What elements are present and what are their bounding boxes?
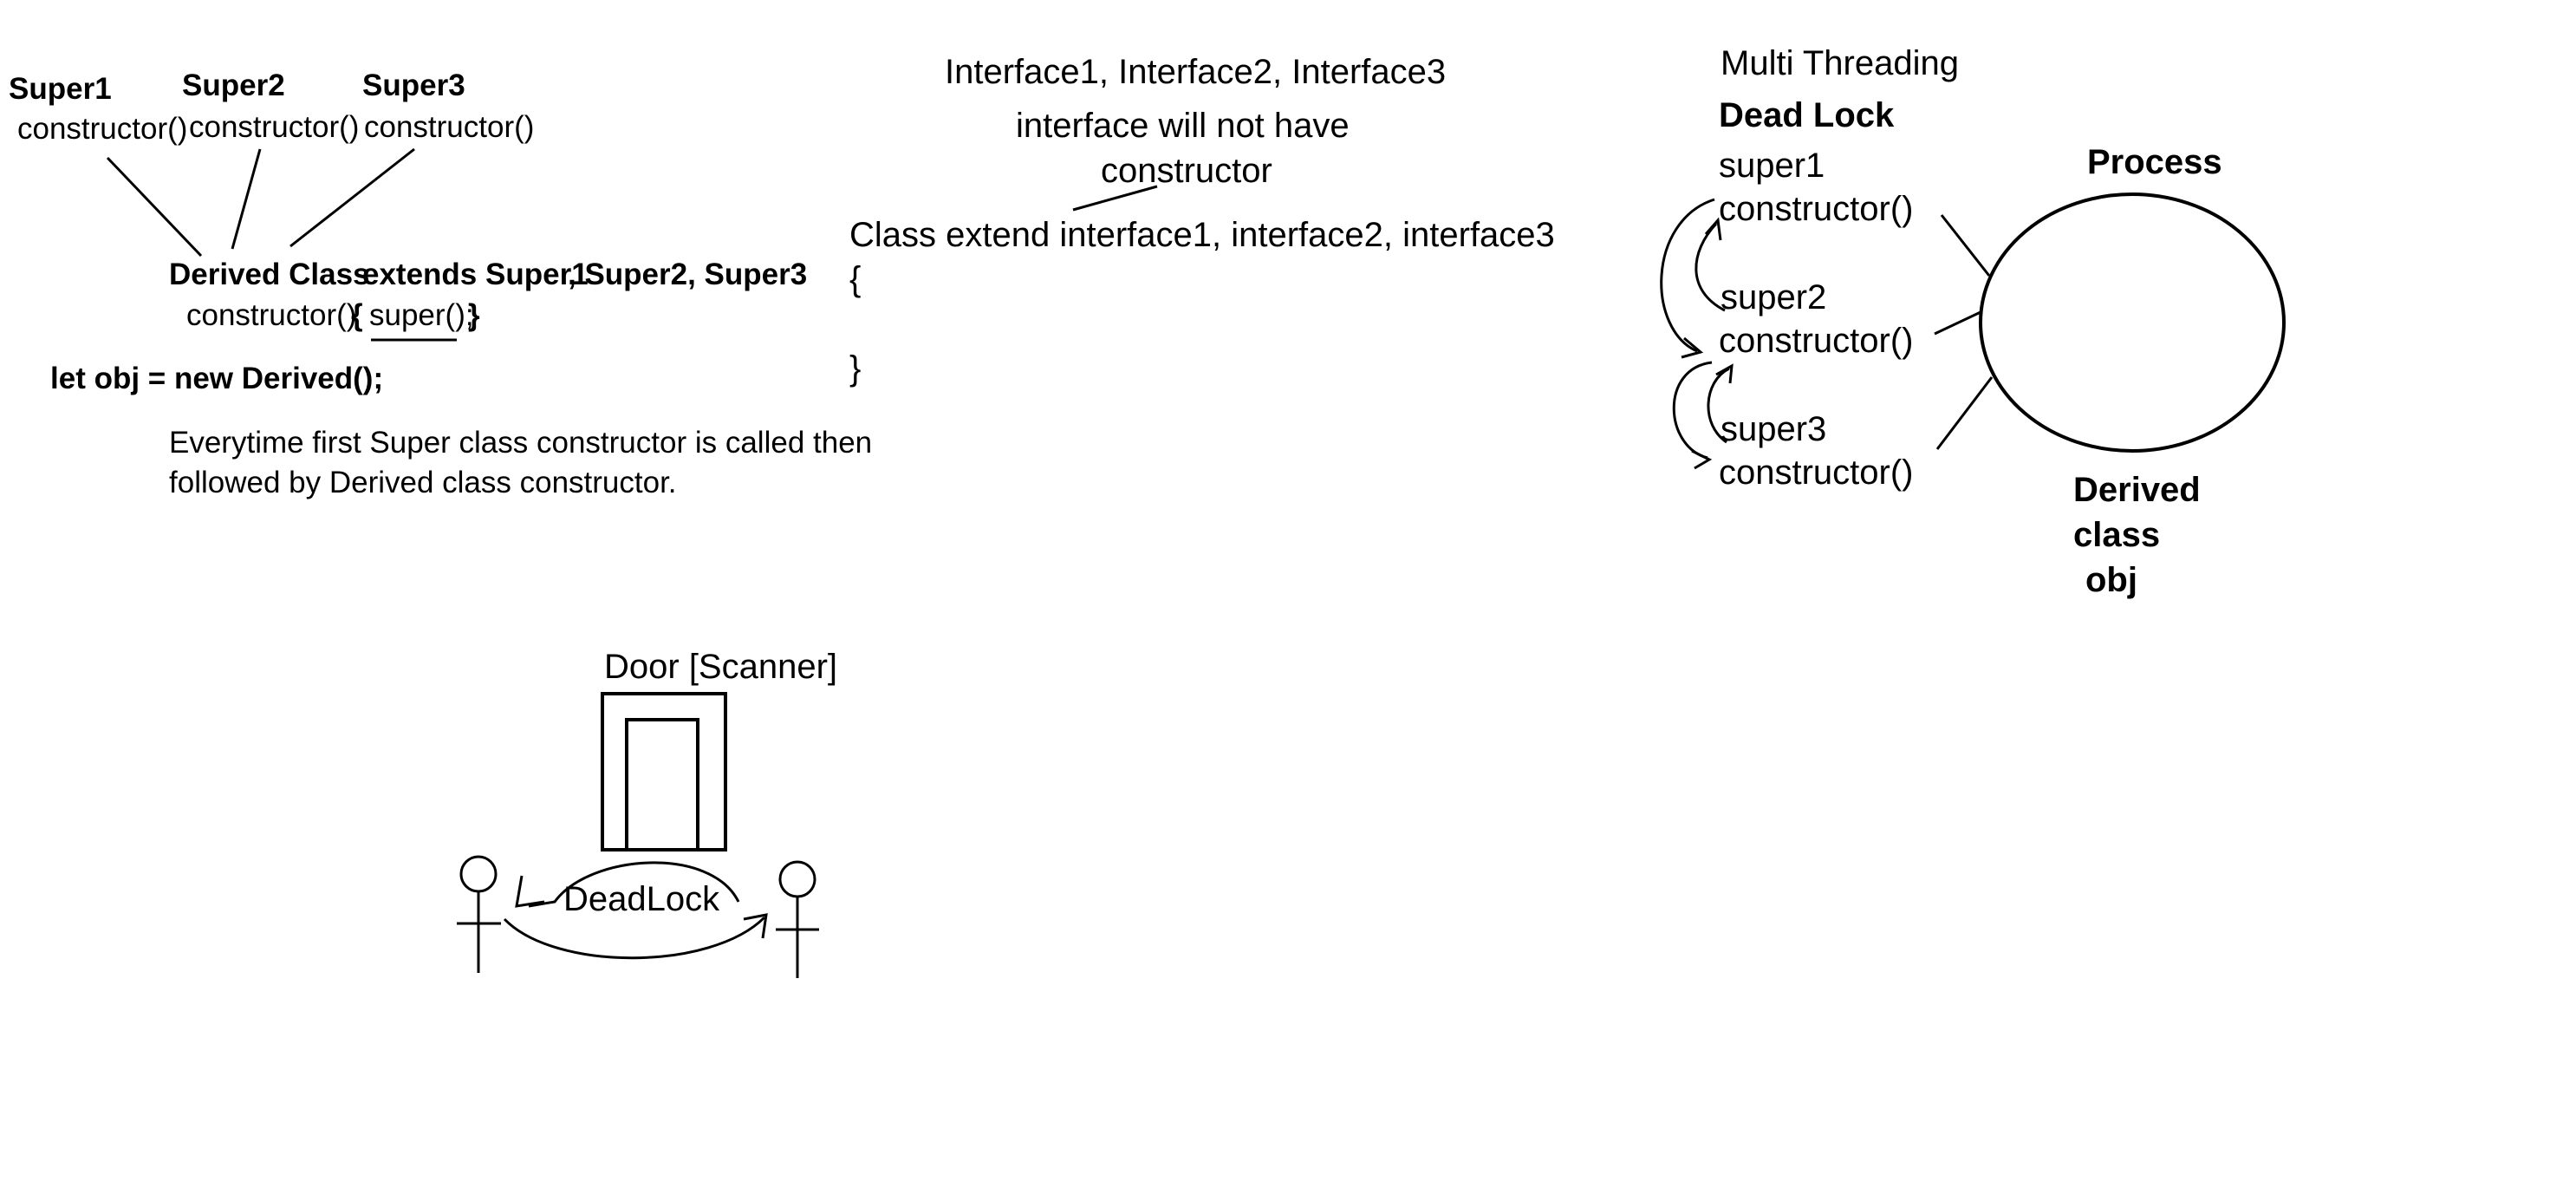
process-link-3 <box>1935 376 1994 450</box>
process-circle <box>1979 192 2286 453</box>
thread-super1: super1 <box>1719 147 1825 185</box>
threading-section: Multi Threading Dead Lock super1 constru… <box>1660 44 2286 599</box>
thread-super3: super3 <box>1721 410 1826 448</box>
deadlock-arrow-2-to-1-head <box>1704 217 1722 241</box>
door-deadlock-label: DeadLock <box>563 880 720 918</box>
interface-section: Interface1, Interface2, Interface3 inter… <box>849 53 1555 388</box>
door-deadlock-arrow-bottom <box>503 916 766 960</box>
super2-constructor: constructor() <box>189 110 359 144</box>
deadlock-arrow-2-to-3 <box>1672 361 1713 460</box>
threading-title: Multi Threading <box>1721 44 1959 82</box>
super-call-brace-open: { <box>351 298 363 332</box>
derived-constructor: constructor() <box>186 298 356 332</box>
super2-label: Super2 <box>182 69 285 102</box>
thread-super3-constructor: constructor() <box>1719 453 1914 492</box>
extends-rest-label: , Super2, Super3 <box>568 258 807 291</box>
interface-note-line-2: constructor <box>1101 152 1272 190</box>
class-extend-line: Class extend interface1, interface2, int… <box>849 216 1555 254</box>
super1-constructor: constructor() <box>17 112 187 146</box>
door-panel <box>625 718 699 851</box>
note-line-2: followed by Derived class constructor. <box>169 466 677 499</box>
process-link-2 <box>1934 310 1981 336</box>
super3-label: Super3 <box>362 69 465 102</box>
thread-super2-constructor: constructor() <box>1719 322 1914 360</box>
note-line-1: Everytime first Super class constructor … <box>169 426 872 460</box>
person-left-head <box>459 855 498 893</box>
door-frame <box>601 692 727 851</box>
super2-link-line <box>231 148 262 250</box>
class-brace-open: { <box>849 260 861 298</box>
person-right-figure <box>776 860 819 978</box>
super1-label: Super1 <box>9 72 112 106</box>
deadlock-arrow-3-to-2-head <box>1715 363 1734 384</box>
interface-note-pointer <box>1072 185 1158 212</box>
door-title: Door [Scanner] <box>604 648 837 686</box>
super3-link-line <box>289 147 415 248</box>
deadlock-arrow-2-to-1 <box>1695 222 1726 312</box>
obj-statement: let obj = new Derived(); <box>50 362 383 395</box>
super-call-brace-close: } <box>468 298 480 332</box>
thread-super2: super2 <box>1721 278 1826 316</box>
deadlock-arrow-2-to-3-head <box>1691 449 1713 470</box>
person-right-head <box>778 860 816 898</box>
process-label: Process <box>2087 143 2222 181</box>
interface-note-line-1: interface will not have <box>1016 107 1350 145</box>
door-deadlock-arrow-top-head <box>515 875 545 908</box>
derived-obj-line-2: class <box>2073 516 2160 554</box>
extends-label: extends Super1 <box>362 258 589 291</box>
derived-obj-line-1: Derived <box>2073 471 2201 509</box>
derived-obj-line-3: obj <box>2085 561 2137 599</box>
door-deadlock-arrow-top <box>528 861 740 908</box>
inheritance-section: Super1 constructor() Super2 constructor(… <box>9 69 872 499</box>
super1-link-line <box>106 156 203 258</box>
deadlock-arrow-1-to-2 <box>1660 198 1715 353</box>
class-brace-close: } <box>849 349 861 388</box>
door-section: Door [Scanner] DeadLock <box>457 648 837 978</box>
derived-class-label: Derived Class <box>169 258 370 291</box>
door-deadlock-arrow-bottom-head <box>743 913 768 939</box>
interfaces-title: Interface1, Interface2, Interface3 <box>945 53 1446 91</box>
person-left-figure <box>457 855 501 973</box>
process-link-1 <box>1940 214 1991 277</box>
super-call: super(); <box>369 298 474 332</box>
deadlock-arrow-1-to-2-head <box>1681 336 1704 359</box>
super3-constructor: constructor() <box>364 110 534 144</box>
deadlock-heading: Dead Lock <box>1719 96 1895 134</box>
thread-super1-constructor: constructor() <box>1719 190 1914 228</box>
deadlock-arrow-3-to-2 <box>1707 367 1730 444</box>
